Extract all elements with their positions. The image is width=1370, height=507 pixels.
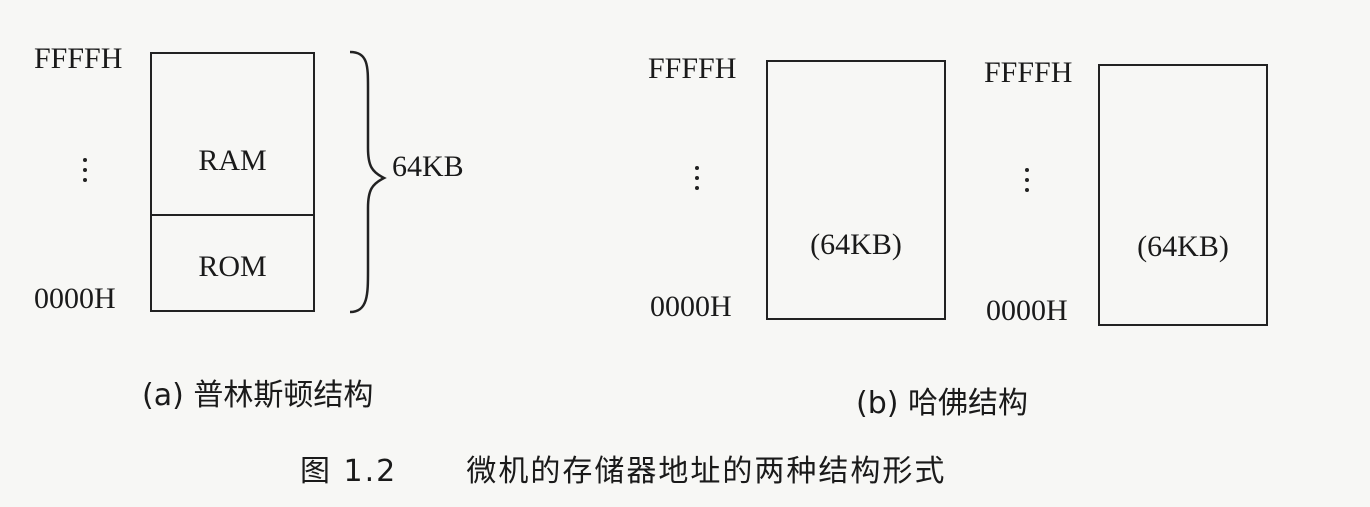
subcaption-a: (a) 普林斯顿结构: [142, 378, 374, 413]
memory-box: RAM ROM: [150, 52, 315, 312]
data-memory-box: (64KB): [1098, 64, 1268, 326]
data-memory-size-label: (64KB): [1137, 230, 1229, 263]
top-address-label: FFFFH: [34, 42, 123, 75]
data-bottom-address-label: 0000H: [986, 294, 1068, 327]
ellipsis-icon: [1024, 168, 1030, 198]
segment-divider: [152, 214, 313, 216]
program-top-address-label: FFFFH: [648, 52, 737, 85]
rom-segment-label: ROM: [198, 250, 267, 283]
ellipsis-icon: [694, 166, 700, 196]
ellipsis-icon: [82, 158, 88, 188]
right-brace-icon: [349, 50, 387, 314]
total-size-label: 64KB: [392, 150, 464, 183]
figure-number: 图 1.2: [300, 454, 398, 489]
bottom-address-label: 0000H: [34, 282, 116, 315]
ram-segment-label: RAM: [198, 144, 267, 177]
program-memory-box: (64KB): [766, 60, 946, 320]
program-bottom-address-label: 0000H: [650, 290, 732, 323]
program-memory-size-label: (64KB): [810, 228, 902, 261]
figure-caption: 图 1.2 微机的存储器地址的两种结构形式: [300, 446, 946, 490]
subcaption-b: (b) 哈佛结构: [856, 386, 1028, 421]
figure-title: 微机的存储器地址的两种结构形式: [466, 454, 947, 489]
data-top-address-label: FFFFH: [984, 56, 1073, 89]
